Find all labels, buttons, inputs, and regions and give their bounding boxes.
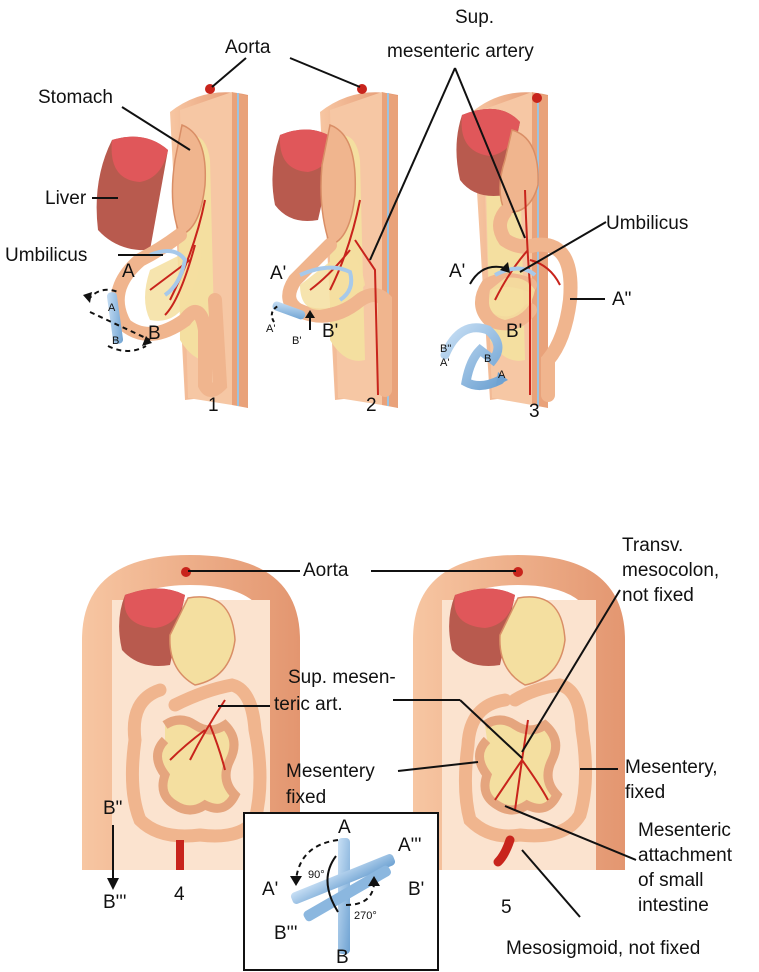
label-stomach: Stomach bbox=[38, 86, 113, 109]
label-a-double-panel3: A" bbox=[612, 288, 631, 311]
label-sup-mesen-art-line2: teric art. bbox=[274, 693, 343, 716]
panel-number-3: 3 bbox=[529, 400, 540, 423]
label-mesentery-fixed-line2: fixed bbox=[286, 786, 326, 809]
label-umbilicus-panel3: Umbilicus bbox=[606, 212, 688, 235]
inset-angle-270: 270° bbox=[354, 905, 377, 928]
arrow-b-shift-head bbox=[107, 878, 119, 890]
wall-edge bbox=[232, 92, 248, 408]
label-a-panel1: A bbox=[122, 260, 135, 283]
label-axis-a-panel1: A bbox=[108, 297, 115, 320]
label-aorta-panel1: Aorta bbox=[225, 36, 270, 59]
label-b-double-panel4: B" bbox=[103, 797, 122, 820]
label-umbilicus-panel1: Umbilicus bbox=[5, 244, 87, 267]
inset-label-a-triple: A''' bbox=[398, 834, 422, 857]
inset-label-b-triple: B''' bbox=[274, 922, 298, 945]
label-mesentery-fixed-line1: Mesentery bbox=[286, 760, 375, 783]
inset-label-a-prime: A' bbox=[262, 878, 278, 901]
label-axis-a-panel2: A' bbox=[266, 318, 275, 341]
inset-label-b: B bbox=[336, 946, 349, 969]
label-loop-b: B bbox=[484, 348, 491, 371]
label-b-prime-panel3: B' bbox=[506, 320, 522, 343]
inset-angle-90: 90° bbox=[308, 864, 325, 887]
label-a-prime-panel3: A' bbox=[449, 260, 465, 283]
label-sup-mesen-art-line1: Sup. mesen- bbox=[288, 666, 396, 689]
label-liver: Liver bbox=[45, 187, 86, 210]
leader-aorta-2 bbox=[290, 58, 360, 87]
panel-number-5: 5 bbox=[501, 896, 512, 919]
label-mesosigmoid: Mesosigmoid, not fixed bbox=[506, 937, 700, 960]
panel-2-illustration bbox=[271, 84, 398, 408]
label-sup-mesenteric-artery-line1: Sup. bbox=[455, 6, 494, 29]
panel-5-illustration bbox=[413, 555, 625, 870]
aorta-cut bbox=[532, 93, 542, 103]
label-mesentery-fixed-right: Mesentery, fixed bbox=[625, 755, 718, 805]
label-aorta-panel4: Aorta bbox=[303, 559, 348, 582]
label-b-triple-panel4: B''' bbox=[103, 891, 127, 914]
label-mesenteric-attachment: Mesenteric attachment of small intestine bbox=[638, 818, 732, 918]
arrowhead-1a bbox=[83, 292, 92, 303]
label-axis-b-panel2: B' bbox=[292, 330, 301, 353]
label-loop-a-prime: A' bbox=[440, 352, 449, 375]
label-b-panel1: B bbox=[148, 322, 161, 345]
label-loop-a: A bbox=[498, 364, 505, 387]
panel-number-2: 2 bbox=[366, 394, 377, 417]
panel-number-4: 4 bbox=[174, 883, 185, 906]
label-transv-mesocolon: Transv. mesocolon, not fixed bbox=[622, 533, 719, 608]
label-axis-b-panel1: B bbox=[112, 330, 119, 353]
panel-3-illustration bbox=[445, 92, 571, 408]
leader-aorta-1 bbox=[212, 58, 246, 87]
label-b-prime-panel2: B' bbox=[322, 320, 338, 343]
inset-label-a: A bbox=[338, 816, 351, 839]
label-a-prime-panel2: A' bbox=[270, 262, 286, 285]
panel-number-1: 1 bbox=[208, 394, 219, 417]
panel-1-illustration bbox=[83, 84, 248, 408]
inset-label-b-prime: B' bbox=[408, 878, 424, 901]
label-sup-mesenteric-artery-line2: mesenteric artery bbox=[387, 40, 534, 63]
